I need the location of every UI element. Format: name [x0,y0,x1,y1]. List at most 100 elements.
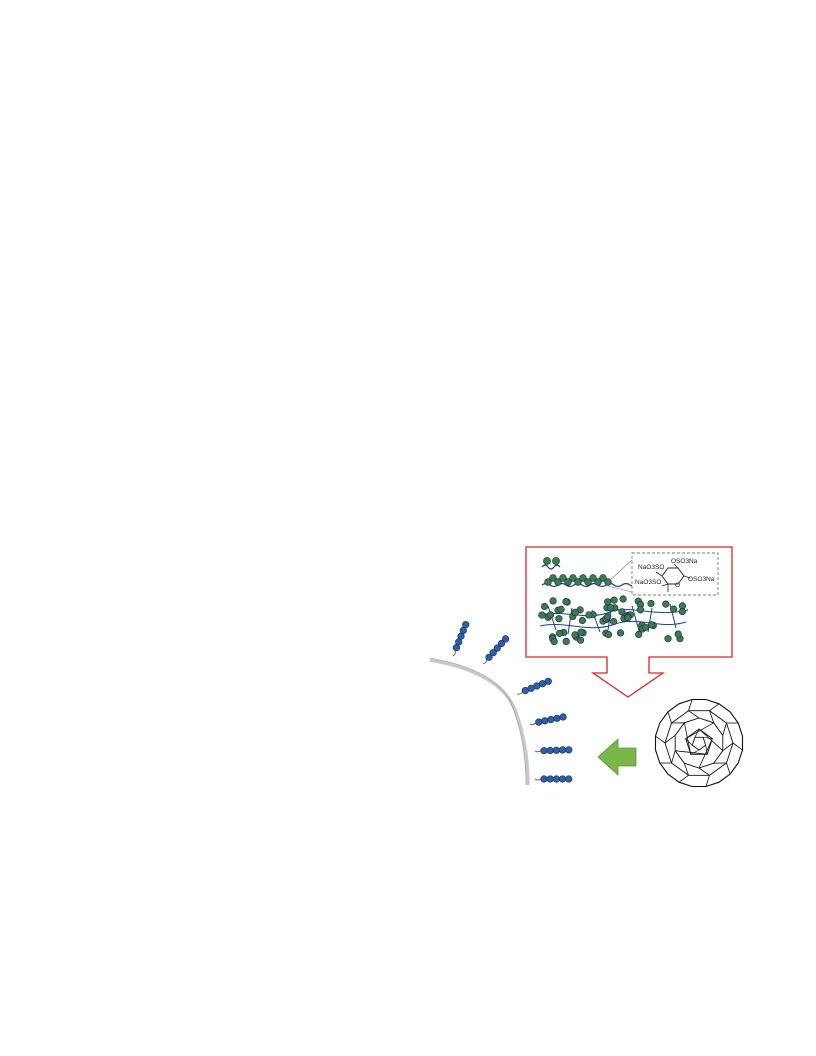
bead [562,637,570,646]
bead [562,597,570,606]
bead [546,611,555,619]
brush-linker [452,650,456,657]
bead [610,596,618,604]
bead [497,639,506,648]
bead [565,746,573,754]
fullerene-edge [703,736,713,740]
fullerene-edge [683,722,692,755]
bead [569,574,577,582]
fullerene-edge [732,742,743,751]
fullerene-edge [698,728,724,751]
fullerene-edge [667,711,672,724]
fullerene-edge [722,742,734,752]
zoom-line-top [607,559,633,583]
network-strand [537,608,689,617]
fullerene-ring [691,736,707,751]
bead [555,615,563,623]
monomer-unit [541,557,561,570]
fullerene-edge [664,734,676,744]
bead [616,629,625,637]
bead [635,630,643,639]
bead [549,574,557,582]
bead [558,775,567,783]
brush-linker [482,659,488,665]
bead [546,746,554,755]
bead [619,595,627,603]
bead [577,628,585,636]
bead [462,621,470,629]
bead [669,605,678,613]
bead [571,631,579,639]
fullerene-edge [685,738,693,746]
bead [538,611,546,619]
bead [564,578,572,586]
bead [604,598,612,606]
bead [609,617,618,626]
fullerene-edge [675,750,708,755]
bead [594,578,602,586]
bead [565,775,573,783]
fullerene-edge [688,699,693,711]
bead [553,714,561,722]
zoom-line-bottom [607,585,633,593]
bead [541,717,549,725]
bead [547,715,555,724]
fullerene-edge [671,750,676,764]
bead [502,635,510,643]
nanoparticle-surface [429,657,530,786]
sulfated-sugar-structure: NaO3SO OSO3Na NaO3SO OSO3Na O [631,552,719,596]
bead [554,578,562,586]
label-nao3so-top: NaO3SO [638,564,664,571]
fullerene-edge [722,722,727,736]
bead [604,612,612,621]
fullerene-edge [705,775,710,787]
fullerene-edge [698,738,713,769]
fullerene-outline [654,698,744,788]
bead [540,775,548,783]
fullerene-edge [685,722,714,740]
label-oso3na-right: OSO3Na [688,576,715,583]
bead [618,608,626,616]
bead [557,605,565,614]
label-oso3na-top: OSO3Na [671,558,698,565]
bead [559,574,567,582]
polymer-brushes [452,621,573,783]
bead [664,635,672,643]
bead [540,747,548,755]
bead [636,606,645,614]
bead [552,775,561,783]
brush-linker [534,750,542,753]
brush-linker [534,778,542,781]
surface-arc [429,658,530,786]
fullerene-edge [709,703,720,712]
left-arrow-icon [597,738,637,776]
bead [485,653,493,661]
bead [647,621,656,629]
bead [584,578,592,586]
fullerene-icon [654,698,744,788]
bead [576,636,585,644]
bead [544,578,552,586]
fullerene-edge [698,767,710,776]
fullerene-edge [726,762,731,775]
fullerene-edge [683,763,689,776]
bead [493,644,501,652]
bead [550,637,558,646]
bead [574,578,582,586]
bead [552,746,561,754]
branched-polymer-network [537,595,689,646]
bead [571,608,579,617]
bead [604,630,613,639]
bead [641,623,650,631]
bead [549,597,557,605]
bead [535,718,543,726]
bead [662,600,670,608]
fullerene-edge [688,710,700,719]
bead [674,630,682,638]
fullerene-edge [678,774,689,783]
fullerene-edge [705,745,708,755]
bead [558,746,567,754]
bead [555,629,564,637]
brush-linker [516,691,523,695]
